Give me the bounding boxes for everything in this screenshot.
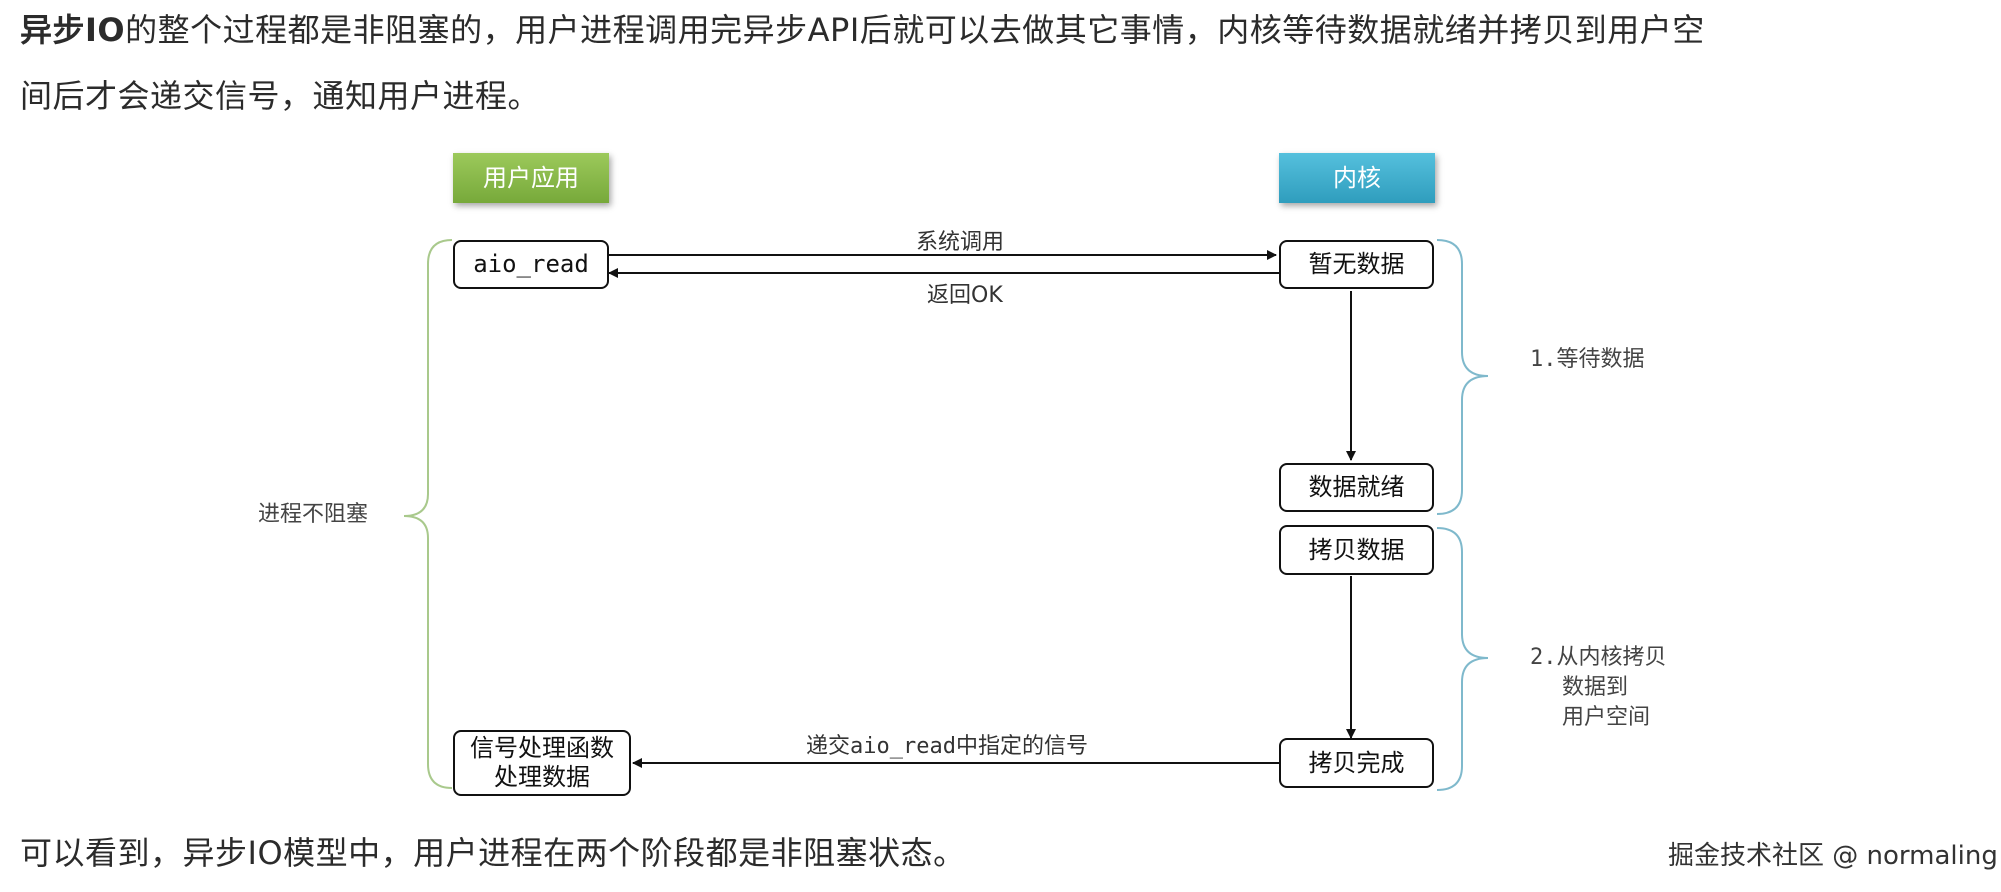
data-ready-box: 数据就绪 (1279, 463, 1434, 512)
stage1-label: 1.等待数据 (1530, 347, 1645, 372)
left-brace (403, 239, 453, 789)
intro-line-1: 异步IO的整个过程都是非阻塞的，用户进程调用完异步API后就可以去做其它事情，内… (20, 14, 1705, 46)
user-app-header: 用户应用 (453, 153, 609, 203)
kernel-header: 内核 (1279, 153, 1435, 203)
intro-line-1-text: 的整个过程都是非阻塞的，用户进程调用完异步API后就可以去做其它事情，内核等待数… (125, 11, 1705, 49)
signal-handler-box: 信号处理函数 处理数据 (453, 730, 631, 796)
intro-bold: 异步IO (20, 11, 126, 49)
copy-data-box: 拷贝数据 (1279, 525, 1434, 575)
aio-read-box: aio_read (453, 240, 609, 289)
stage2-line-3: 用户空间 (1562, 705, 1651, 730)
signal-label: 递交aio_read中指定的信号 (806, 734, 1088, 759)
non-blocking-label: 进程不阻塞 (258, 502, 369, 527)
intro-line-2: 间后才会递交信号，通知用户进程。 (20, 77, 541, 115)
stage2-brace (1436, 527, 1489, 791)
watermark: 掘金技术社区 @ normaling (1668, 841, 1998, 871)
stage2-line-2: 数据到 (1562, 675, 1629, 700)
syscall-label: 系统调用 (916, 230, 1005, 255)
no-data-box: 暂无数据 (1279, 240, 1434, 289)
copy-done-box: 拷贝完成 (1279, 738, 1434, 788)
signal-handler-line-1: 信号处理函数 (470, 734, 614, 763)
signal-handler-line-2: 处理数据 (494, 763, 590, 791)
stage2-label: 2.从内核拷贝 数据到 用户空间 (1530, 643, 1667, 733)
return-ok-label: 返回OK (927, 283, 1003, 308)
stage2-line-1: 2.从内核拷贝 (1530, 645, 1667, 670)
conclusion-text: 可以看到，异步IO模型中，用户进程在两个阶段都是非阻塞状态。 (20, 834, 966, 872)
stage1-brace (1436, 239, 1489, 515)
